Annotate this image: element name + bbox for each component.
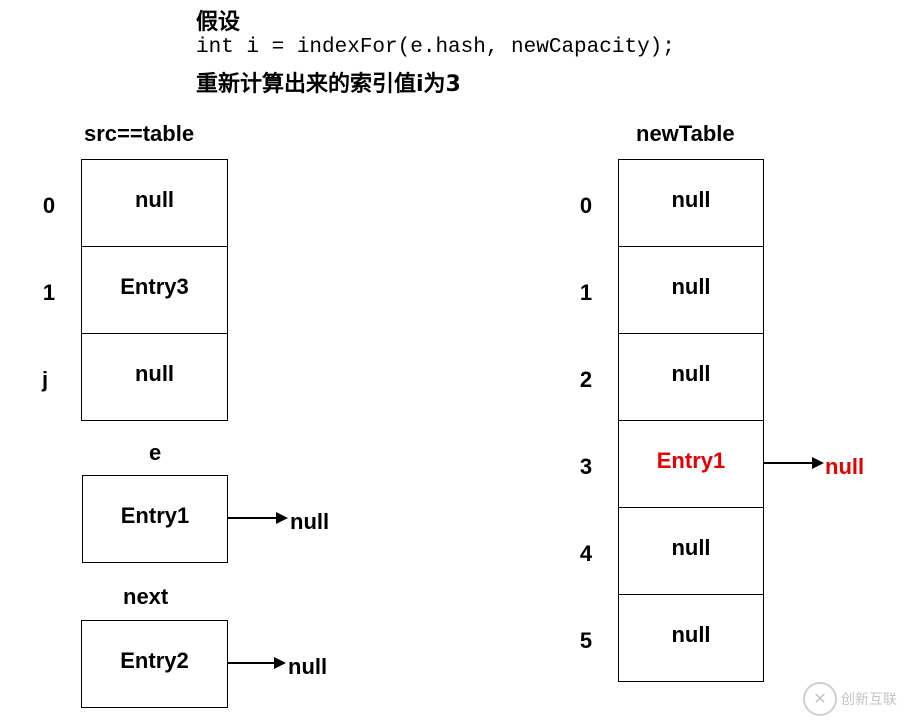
new-cell-2: null (618, 333, 764, 421)
e-label: e (149, 440, 162, 465)
e-entry-box: Entry1 (82, 475, 228, 563)
new-cell-5: null (618, 594, 764, 682)
next-entry-value: Entry2 (120, 648, 189, 673)
src-cell-0-value: null (134, 187, 175, 212)
src-index-1: 1 (42, 280, 56, 305)
new-table-title: newTable (636, 121, 735, 146)
new-cell-0: null (618, 159, 764, 247)
header-recalc-note: 重新计算出来的索引值i为3 (196, 72, 461, 97)
new-entry-arrow (764, 457, 824, 469)
new-index-0: 0 (579, 193, 593, 218)
src-cell-0: null (81, 159, 228, 247)
watermark-text: 创新互联 (841, 692, 897, 708)
next-entry-box: Entry2 (81, 620, 228, 708)
e-arrow (228, 512, 288, 524)
new-cell-5-value: null (671, 622, 711, 647)
new-cell-4-value: null (671, 535, 711, 560)
e-next-null: null (290, 509, 330, 534)
header-code: int i = indexFor(e.hash, newCapacity); (196, 36, 675, 59)
watermark-logo-icon: ✕ (803, 682, 837, 716)
src-index-0: 0 (42, 193, 56, 218)
new-index-2: 2 (579, 367, 593, 392)
next-next-null: null (288, 654, 328, 679)
src-cell-j: null (81, 333, 228, 421)
src-index-j: j (41, 367, 49, 392)
new-cell-4: null (618, 507, 764, 595)
new-cell-3-value: Entry1 (656, 448, 726, 473)
watermark: ✕ 创新互联 (803, 682, 897, 716)
new-entry-next-null: null (825, 454, 865, 479)
e-entry-value: Entry1 (120, 503, 190, 528)
next-label: next (123, 584, 169, 609)
new-index-3: 3 (579, 454, 593, 479)
new-cell-0-value: null (671, 187, 711, 212)
src-table-title: src==table (84, 121, 195, 146)
new-cell-3: Entry1 (618, 420, 764, 508)
new-index-1: 1 (579, 280, 593, 305)
new-index-5: 5 (579, 628, 593, 653)
new-cell-2-value: null (671, 361, 711, 386)
new-cell-1-value: null (671, 274, 711, 299)
src-cell-1-value: Entry3 (120, 274, 189, 299)
new-cell-1: null (618, 246, 764, 334)
src-cell-1: Entry3 (81, 246, 228, 334)
header-assume: 假设 (196, 10, 241, 35)
new-index-4: 4 (579, 541, 593, 566)
src-cell-j-value: null (134, 361, 175, 386)
next-arrow (228, 657, 286, 669)
